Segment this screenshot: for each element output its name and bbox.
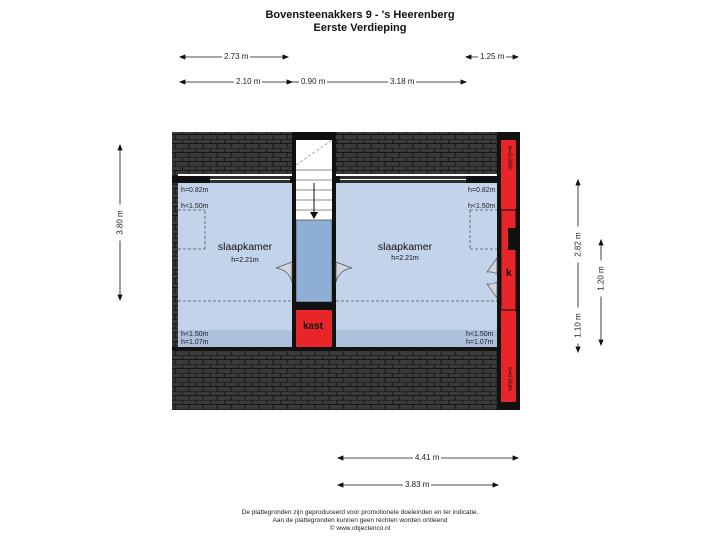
page-title: Bovensteenakkers 9 - 's Heerenberg bbox=[265, 9, 455, 21]
dim-right-height-low: 1.10 m bbox=[573, 307, 583, 344]
left-room-name: slaapkamer bbox=[217, 241, 273, 253]
room-left bbox=[178, 183, 292, 347]
kast-label: kast bbox=[303, 321, 324, 332]
dim-top-seg-3: 3.18 m bbox=[388, 77, 417, 86]
room-left-low-strip bbox=[178, 330, 292, 347]
roof-left-edge bbox=[172, 174, 178, 347]
kast-red bbox=[296, 310, 332, 347]
room-right-low-strip bbox=[336, 330, 498, 347]
footer-line-2: Aan de plattegronden kunnen geen rechten… bbox=[272, 517, 448, 524]
page-subtitle: Eerste Verdieping bbox=[313, 22, 407, 34]
right-room-h-bot-2: h=1.07m bbox=[466, 339, 494, 346]
dim-top-seg-2: 0.90 m bbox=[299, 77, 328, 86]
right-room-height: h=2.21m bbox=[391, 255, 419, 262]
dim-right-height-seg: 1.20 m bbox=[596, 260, 606, 297]
left-room-h-top-2: h<1.50m bbox=[181, 203, 209, 210]
dim-top-overall-right: 1.25 m bbox=[478, 52, 507, 61]
dim-top-seg-1: 2.10 m bbox=[234, 77, 263, 86]
left-room-height: h=2.21m bbox=[231, 257, 259, 264]
footer-line-3: © www.objectenco.nl bbox=[329, 525, 391, 532]
left-room-h-top-1: h=0.82m bbox=[181, 187, 209, 194]
right-room-name: slaapkamer bbox=[377, 241, 433, 253]
stair-blue bbox=[295, 219, 333, 303]
dim-left-height: 3.80 m bbox=[115, 204, 125, 241]
right-room-h-top-2: h<1.50m bbox=[468, 203, 496, 210]
red-strip-bottom-label: h=0.00m bbox=[506, 367, 512, 391]
red-strip-top-label: h=0.00m bbox=[506, 146, 512, 170]
right-room-h-bot-1: h<1.50m bbox=[466, 331, 494, 338]
small-closet-label: k bbox=[506, 268, 512, 279]
roof-bottom bbox=[172, 347, 499, 410]
left-room-h-bot-2: h=1.07m bbox=[181, 339, 209, 346]
footer-line-1: De plattegronden zijn geproduceerd voor … bbox=[241, 509, 479, 516]
left-room-h-bot-1: h<1.50m bbox=[181, 331, 209, 338]
right-room-h-top-1: h=0.82m bbox=[468, 187, 496, 194]
dim-right-height-total: 2.82 m bbox=[573, 226, 583, 263]
dim-bottom-2: 3.83 m bbox=[403, 480, 432, 489]
dim-bottom-1: 4.41 m bbox=[413, 453, 442, 462]
dim-top-overall-left: 2.73 m bbox=[222, 52, 251, 61]
